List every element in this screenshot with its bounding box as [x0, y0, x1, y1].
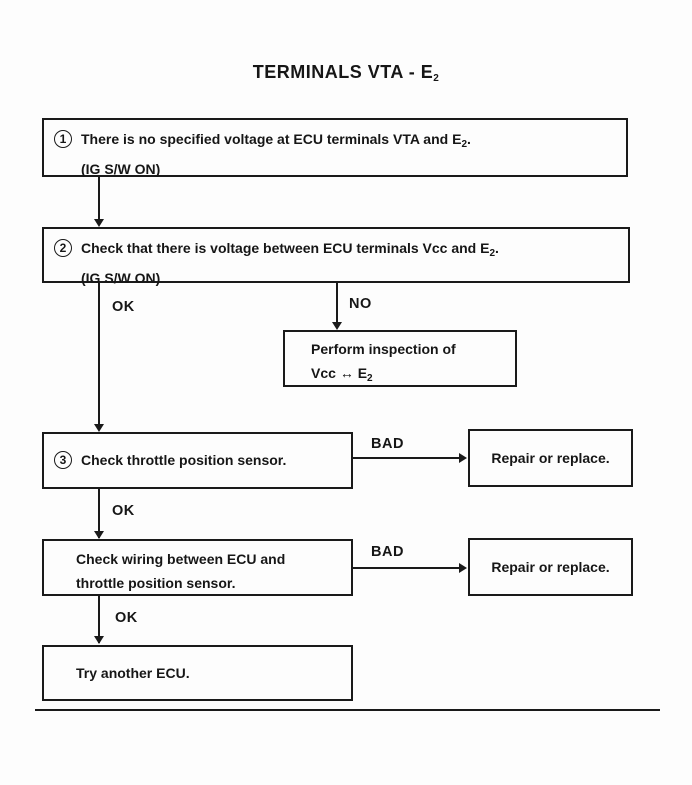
- step-2-line-2: (IG S/W ON): [81, 270, 161, 286]
- connector-step2-perform-line: [336, 283, 338, 324]
- step-2-line-1-subscript: 2: [489, 248, 496, 259]
- arrow-down-icon: [94, 636, 104, 644]
- repair-or-replace-box-1: Repair or replace.: [468, 429, 633, 487]
- perform-inspection-box: Perform inspection of Vcc ↔ E2: [283, 330, 517, 387]
- step-3-number: 3: [59, 453, 67, 467]
- ok-label-3: OK: [115, 610, 138, 626]
- step-3-number-badge: 3: [54, 451, 72, 469]
- e2-terminal-subscript: 2: [367, 373, 373, 384]
- flow-step-4-box: Check wiring between ECU and throttle po…: [42, 539, 353, 596]
- step-1-line-1-subscript: 2: [461, 139, 467, 150]
- step-2-line-1-text: Check that there is voltage between ECU …: [81, 240, 490, 256]
- step-1-line-1-period: .: [467, 131, 471, 147]
- step-3-text: Check throttle position sensor.: [81, 452, 287, 468]
- ok-label-2: OK: [112, 503, 135, 519]
- bad-label-2: BAD: [371, 544, 404, 560]
- connector-step4-step5-line: [98, 596, 100, 643]
- step-1-number-badge: 1: [54, 130, 72, 148]
- step-2-line-1-period: .: [495, 240, 499, 256]
- step-1-number: 1: [59, 132, 67, 146]
- flow-step-2-box: 2 Check that there is voltage between EC…: [42, 227, 630, 286]
- repair-2-text: Repair or replace.: [491, 558, 610, 575]
- step-2-line-1: Check that there is voltage between ECU …: [81, 236, 499, 266]
- bad-label-1: BAD: [371, 436, 404, 452]
- arrow-right-icon: [459, 563, 467, 573]
- double-arrow-icon: ↔: [339, 365, 354, 381]
- perform-inspection-line-1: Perform inspection of: [311, 341, 456, 357]
- bottom-divider: [35, 709, 660, 711]
- arrow-down-icon: [94, 531, 104, 539]
- step-1-line-1-text: There is no specified voltage at ECU ter…: [81, 131, 462, 147]
- step-1-line-2: (IG S/W ON): [81, 161, 161, 177]
- perform-inspection-line-2: Vcc ↔ E2: [311, 361, 507, 391]
- arrow-right-icon: [459, 453, 467, 463]
- step-5-text: Try another ECU.: [76, 664, 190, 681]
- flow-step-5-box: Try another ECU.: [42, 645, 353, 701]
- step-2-text: Check that there is voltage between ECU …: [81, 236, 499, 291]
- arrow-down-icon: [332, 322, 342, 330]
- step-2-number-badge: 2: [54, 239, 72, 257]
- step-1-text: There is no specified voltage at ECU ter…: [81, 127, 471, 182]
- step-1-line-1: There is no specified voltage at ECU ter…: [81, 127, 471, 157]
- step-2-number: 2: [59, 241, 67, 255]
- arrow-down-icon: [94, 424, 104, 432]
- page-title-text: TERMINALS VTA - E: [252, 62, 434, 82]
- repair-or-replace-box-2: Repair or replace.: [468, 538, 633, 596]
- connector-step3-step4-line: [98, 489, 100, 538]
- e2-terminal-text: E: [357, 365, 368, 381]
- step-4-line-2: throttle position sensor.: [76, 575, 236, 591]
- page-title: TERMINALS VTA - E2: [0, 62, 692, 84]
- connector-step3-repair1-line: [353, 457, 461, 459]
- flow-step-3-box: 3 Check throttle position sensor.: [42, 432, 353, 489]
- connector-step1-step2-line: [98, 177, 100, 221]
- arrow-down-icon: [94, 219, 104, 227]
- connector-step2-step3-line: [98, 283, 100, 425]
- page-title-subscript: 2: [433, 73, 440, 84]
- repair-1-text: Repair or replace.: [491, 449, 610, 466]
- ok-label-1: OK: [112, 299, 135, 315]
- vcc-terminal-text: Vcc: [311, 365, 336, 381]
- step-4-line-1: Check wiring between ECU and: [76, 551, 286, 567]
- flow-step-1-box: 1 There is no specified voltage at ECU t…: [42, 118, 628, 177]
- no-label: NO: [349, 296, 372, 312]
- connector-step4-repair2-line: [353, 567, 461, 569]
